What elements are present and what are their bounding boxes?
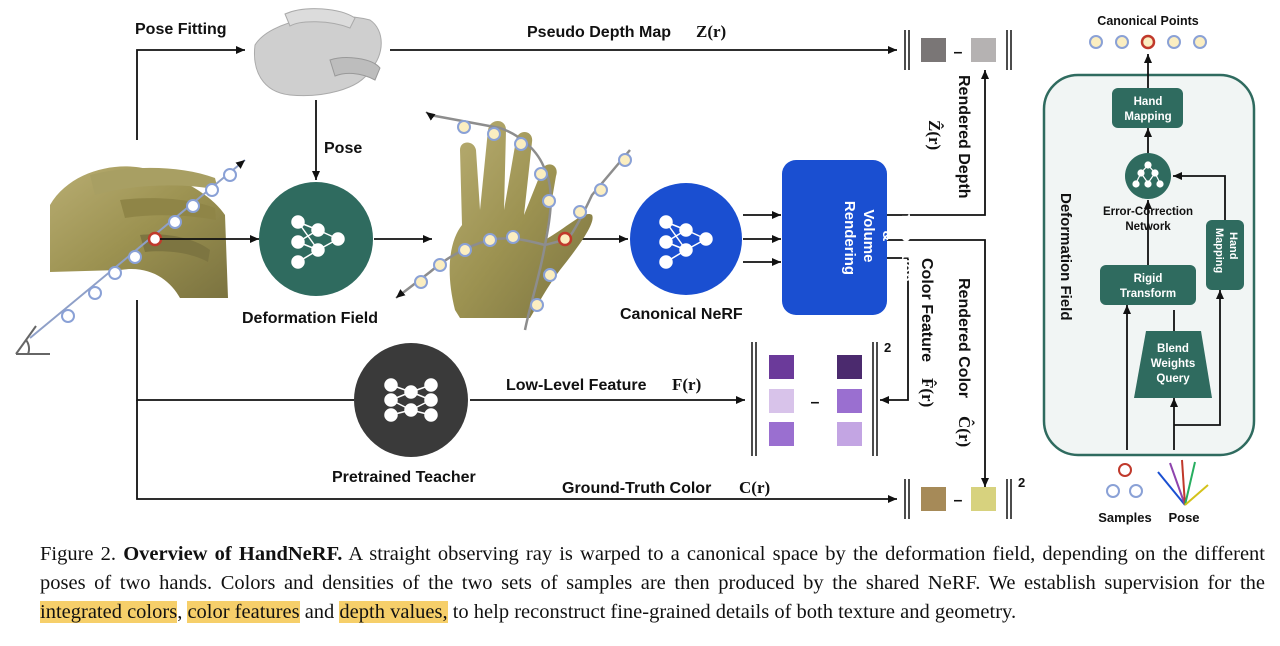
error-correction-1: Error-Correction xyxy=(1103,206,1193,218)
color-loss: – 2 xyxy=(904,475,1025,519)
canonical-nerf-label: Canonical NeRF xyxy=(620,306,743,323)
canonical-hand-image xyxy=(449,121,593,318)
rendered-depth-math: Ẑ(r) xyxy=(925,120,944,150)
feature-superscript: 2 xyxy=(884,340,891,355)
depth-pred-swatch xyxy=(921,38,946,62)
pseudo-depth-label: Pseudo Depth Map xyxy=(527,24,671,41)
pretrained-teacher-label: Pretrained Teacher xyxy=(332,469,476,486)
caption-prefix: Figure 2. xyxy=(40,543,117,565)
samples-icon xyxy=(1106,463,1143,498)
blend-weights-2: Weights xyxy=(1151,358,1196,370)
deformation-field-node xyxy=(259,182,373,296)
color-superscript: 2 xyxy=(1018,475,1025,490)
low-level-math: F(r) xyxy=(672,375,701,394)
rendered-color-math: Ĉ(r) xyxy=(955,416,975,447)
canonical-points xyxy=(1089,34,1207,50)
composition-line-1: Composition xyxy=(898,190,915,282)
feature-loss: – 2 xyxy=(751,340,891,456)
feature-minus: – xyxy=(811,394,820,411)
hand-mapping-side-2: Mapping xyxy=(1213,228,1225,273)
caption-title: Overview of HandNeRF. xyxy=(123,543,343,565)
caption-text-2: to help reconstruct fine-grained details… xyxy=(452,601,1017,623)
warped-sample-points xyxy=(414,120,632,312)
canonical-points-label: Canonical Points xyxy=(1097,14,1198,28)
hand-mapping-top-1: Hand xyxy=(1134,96,1163,108)
feat-pred-swatch-2 xyxy=(769,389,794,413)
camera-icon xyxy=(15,325,50,355)
hand-mapping-side-1: Hand xyxy=(1227,232,1239,260)
color-feature-label: Color Feature xyxy=(918,258,935,362)
depth-gt-swatch xyxy=(971,38,996,62)
hand-mapping-top-2: Mapping xyxy=(1124,111,1171,123)
gt-color-label: Ground-Truth Color xyxy=(562,480,711,497)
caption-highlight-color-features: color features xyxy=(187,601,300,623)
composition-line-3: Volume xyxy=(860,209,877,262)
rigid-transform-1: Rigid xyxy=(1134,273,1163,285)
caption-sep: , xyxy=(177,601,183,623)
deformation-field-label: Deformation Field xyxy=(242,310,378,327)
composition-rendering-box: Composition & Volume Rendering xyxy=(782,160,915,315)
depth-loss: – xyxy=(904,30,1012,70)
color-feature-math: F̂(r) xyxy=(918,378,937,407)
network-icon xyxy=(291,215,345,269)
input-hands-image xyxy=(47,160,229,300)
error-correction-node xyxy=(1125,153,1171,199)
pose-input-label: Pose xyxy=(1168,510,1199,525)
caption-and: and xyxy=(304,601,335,623)
panel-title: Deformation Field xyxy=(1057,193,1074,321)
connector-arrows xyxy=(136,46,989,503)
rendered-color-label: Rendered Color xyxy=(955,278,972,398)
svg-text:Composition & Volu: Composition & Volume Rendering xyxy=(841,190,915,286)
blend-weights-3: Query xyxy=(1156,373,1190,385)
observing-ray xyxy=(29,159,246,339)
caption-text-1: A straight observing ray is warped to a … xyxy=(40,543,1265,594)
low-level-feature-label: Low-Level Feature xyxy=(506,377,647,394)
composition-line-4: Rendering xyxy=(841,201,858,275)
pose-skeleton-icon xyxy=(1157,459,1209,506)
depth-minus: – xyxy=(954,44,963,61)
canonical-nerf-node xyxy=(630,183,742,295)
handnerf-diagram: Composition & Volume Rendering – xyxy=(15,8,1256,525)
pose-fitting-label: Pose Fitting xyxy=(135,21,227,38)
pretrained-teacher-node xyxy=(354,343,468,457)
feat-gt-swatch-2 xyxy=(837,389,862,413)
color-gt-swatch xyxy=(971,487,996,511)
rigid-transform-2: Transform xyxy=(1120,288,1176,300)
deformation-field-panel: Canonical Points Deformation Field Hand … xyxy=(1042,14,1256,525)
feat-gt-swatch-1 xyxy=(837,355,862,379)
color-minus: – xyxy=(954,492,963,509)
feat-gt-swatch-3 xyxy=(837,422,862,446)
figure-caption: Figure 2. Overview of HandNeRF. A straig… xyxy=(40,540,1265,627)
samples-label: Samples xyxy=(1098,510,1151,525)
rendered-depth-label: Rendered Depth xyxy=(955,75,972,199)
error-correction-2: Network xyxy=(1125,221,1171,233)
gt-color-math: C(r) xyxy=(739,478,770,497)
pose-label: Pose xyxy=(324,140,362,157)
blend-weights-1: Blend xyxy=(1157,343,1189,355)
feat-pred-swatch-3 xyxy=(769,422,794,446)
pseudo-depth-math: Z(r) xyxy=(696,22,726,41)
color-pred-swatch xyxy=(921,487,946,511)
feat-pred-swatch-1 xyxy=(769,355,794,379)
pose-mesh-image xyxy=(253,8,382,97)
caption-highlight-integrated-colors: integrated colors xyxy=(40,601,178,623)
composition-line-2: & xyxy=(879,230,896,241)
caption-highlight-depth-values: depth values, xyxy=(339,601,448,623)
